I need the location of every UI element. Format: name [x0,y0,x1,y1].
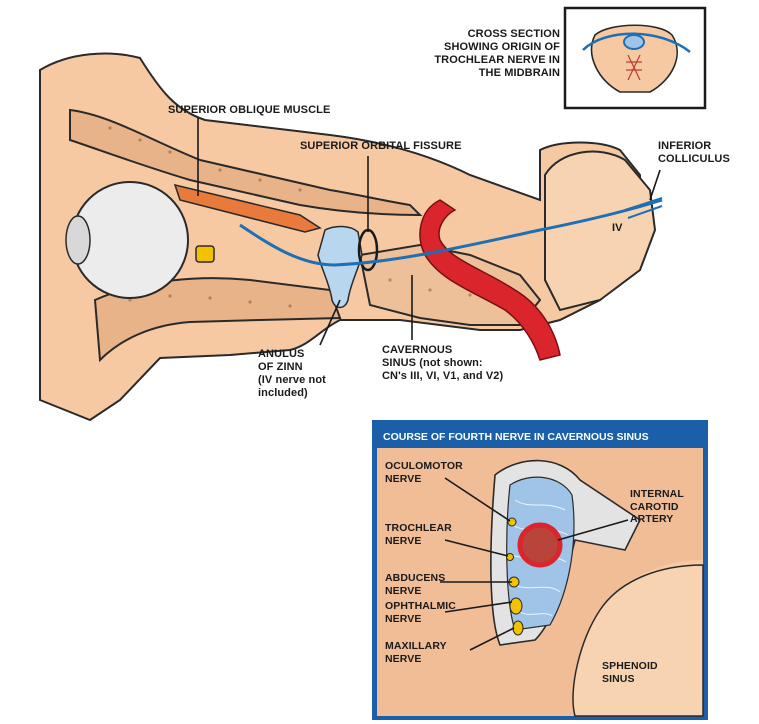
label-iv: IV [612,222,623,234]
inset-leader-lines [440,477,629,651]
orbital-roof [69,108,423,217]
trochlear-nerve [239,198,663,267]
label-trochlear-nerve: TROCHLEAR NERVE [385,522,452,547]
nerve-bundles-inset [506,517,524,636]
label-superior-orbital-fissure: SUPERIOR ORBITAL FISSURE [300,140,462,152]
label-internal-carotid-artery: INTERNAL CAROTID ARTERY [630,488,684,525]
label-abducens-nerve: ABDUCENS NERVE [385,572,446,597]
label-oculomotor-nerve: OCULOMOTOR NERVE [385,460,463,485]
cornea [65,215,91,265]
optic-nerve [195,245,215,263]
label-ophthalmic-nerve: OPHTHALMIC NERVE [385,600,456,625]
carotid-artery-inset [517,522,563,568]
label-superior-oblique-muscle: SUPERIOR OBLIQUE MUSCLE [168,104,331,116]
superior-oblique-muscle [173,183,322,233]
label-cross-section: CROSS SECTION SHOWING ORIGIN OF TROCHLEA… [434,28,560,79]
cross-section-nerve-arc [582,32,691,53]
bone-texture [108,126,592,308]
cross-section-decussation [626,54,642,81]
brainstem [544,150,657,312]
label-sphenoid-sinus: SPHENOID SINUS [602,660,658,685]
leader-lines [197,118,661,346]
label-anulus-of-zinn: ANULUS OF ZINN (IV nerve not included) [258,348,326,399]
label-cavernous-sinus: CAVERNOUS SINUS (not shown: CN's III, VI… [382,344,504,382]
label-inferior-colliculus: INFERIOR COLLICULUS [658,140,730,165]
label-maxillary-nerve: MAXILLARY NERVE [385,640,447,665]
cross-section-midbrain [590,24,678,93]
inset-title: COURSE OF FOURTH NERVE IN CAVERNOUS SINU… [383,431,649,443]
trochlear-nerve-crossing [624,197,663,219]
anulus-of-zinn [317,225,363,309]
cross-section-aqueduct [623,34,645,50]
sphenoid-sinus [572,564,704,717]
